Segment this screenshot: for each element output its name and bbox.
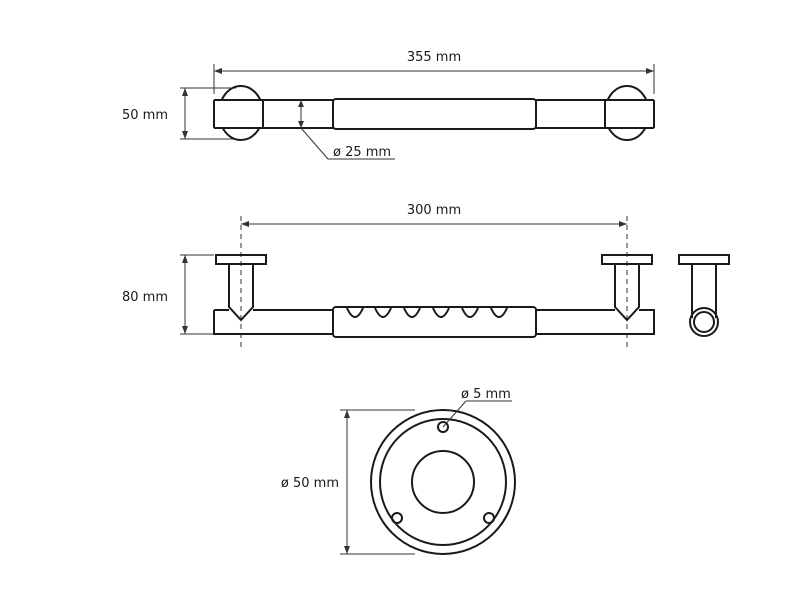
- end-view-tube-inner: [693, 311, 715, 333]
- side-view: 300 mm 80 mm: [122, 203, 730, 350]
- right-wall-plate: [601, 254, 653, 265]
- span-label: 300 mm: [407, 203, 461, 218]
- tube-left: [213, 99, 333, 129]
- leader-line: [442, 400, 467, 428]
- grip: [332, 98, 537, 130]
- grip: [332, 306, 537, 338]
- leader-line: [300, 127, 329, 160]
- screw-hole: [437, 421, 449, 433]
- bar-left: [213, 309, 333, 335]
- end-view-plate: [678, 254, 730, 265]
- top-view: 355 mm 50 mm ø 25 mm: [122, 50, 655, 160]
- length-label: 355 mm: [407, 50, 461, 65]
- arrow-head: [182, 255, 188, 263]
- arrow-head: [619, 221, 627, 227]
- height-label: 50 mm: [122, 108, 168, 123]
- screw-hole: [483, 512, 495, 524]
- grip-scallop: [346, 307, 364, 318]
- arrow-head: [298, 121, 304, 128]
- height-label: 80 mm: [122, 290, 168, 305]
- hole-diameter-label: ø 5 mm: [461, 387, 511, 402]
- left-post: [228, 264, 254, 322]
- flange-center-hole: [411, 450, 475, 514]
- flange-inner-ring: [379, 418, 507, 546]
- arrow-head: [646, 68, 654, 74]
- arrow-head: [182, 131, 188, 139]
- arrow-head: [298, 100, 304, 107]
- arrow-head: [344, 410, 350, 418]
- grip-scallop: [490, 307, 508, 318]
- screw-hole: [391, 512, 403, 524]
- grip-scallop: [374, 307, 392, 318]
- flange-diameter-label: ø 50 mm: [281, 476, 339, 491]
- tube-right: [536, 99, 655, 129]
- grip-scallop: [461, 307, 479, 318]
- arrow-head: [182, 88, 188, 96]
- grip-scallop: [432, 307, 450, 318]
- arrow-head: [182, 326, 188, 334]
- tube-diameter-label: ø 25 mm: [333, 145, 391, 160]
- arrow-head: [344, 546, 350, 554]
- flange-view: ø 50 mm ø 5 mm: [281, 387, 516, 555]
- left-wall-plate: [215, 254, 267, 265]
- bar-right: [536, 309, 655, 335]
- grip-scallop: [403, 307, 421, 318]
- arrow-head: [214, 68, 222, 74]
- end-view-tube-outer: [689, 307, 719, 337]
- arrow-head: [241, 221, 249, 227]
- right-post: [614, 264, 640, 322]
- end-view-post: [691, 264, 717, 318]
- flange-outer-ring: [370, 409, 516, 555]
